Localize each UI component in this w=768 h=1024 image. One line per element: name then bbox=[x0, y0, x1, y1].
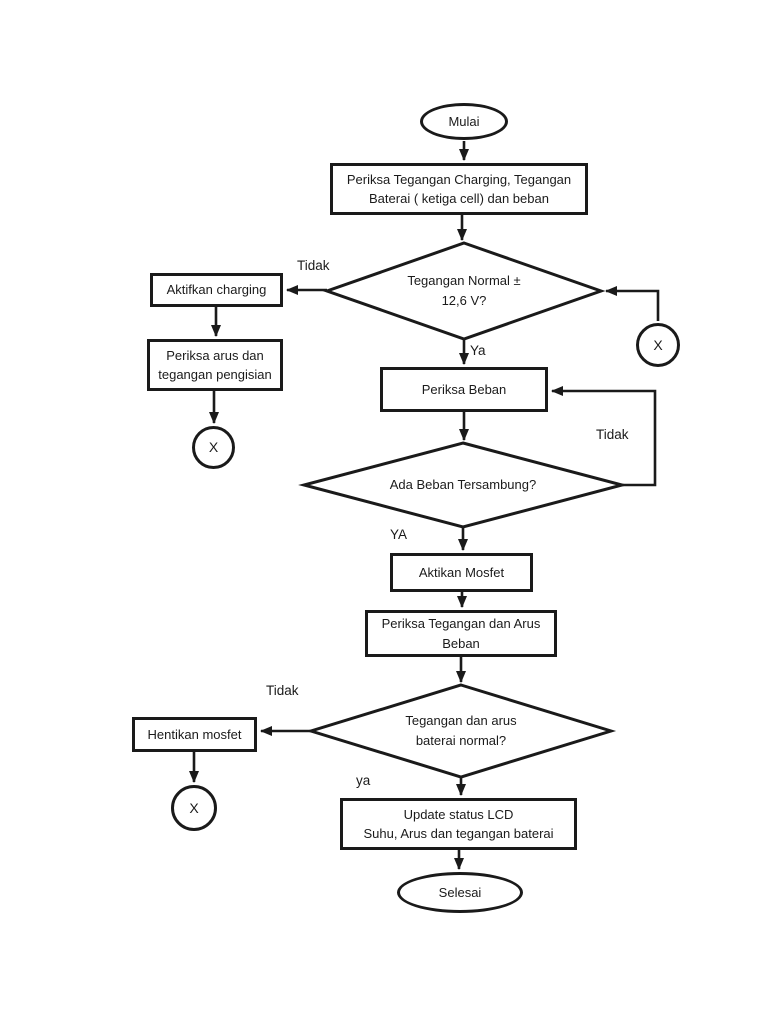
branch-label-voltage-ya: Ya bbox=[470, 343, 486, 358]
edge-load-no-loop-to-check-load bbox=[551, 386, 657, 487]
connector-x-left: X bbox=[192, 426, 235, 469]
decision-tegangan-normal-label: Tegangan Normal ± 12,6 V? bbox=[407, 272, 521, 308]
process-periksa-tegangan-charging: Periksa Tegangan Charging, Tegangan Bate… bbox=[330, 163, 588, 215]
process-hentikan-mosfet-label: Hentikan mosfet bbox=[147, 726, 242, 742]
connector-x-right-label: X bbox=[653, 336, 663, 353]
process-periksa-arus-pengisian-label: Periksa arus dan tegangan pengisian bbox=[158, 347, 272, 383]
process-aktikan-mosfet-label: Aktikan Mosfet bbox=[418, 564, 505, 580]
process-aktifkan-charging: Aktifkan charging bbox=[150, 273, 283, 307]
branch-label-load-tidak: Tidak bbox=[596, 427, 629, 442]
process-update-status-lcd-label: Update status LCD Suhu, Arus dan teganga… bbox=[363, 806, 554, 842]
process-hentikan-mosfet: Hentikan mosfet bbox=[132, 717, 257, 752]
process-aktifkan-charging-label: Aktifkan charging bbox=[166, 282, 267, 298]
start-label: Mulai bbox=[448, 113, 480, 129]
start-terminator: Mulai bbox=[420, 103, 508, 140]
branch-label-voltage-tidak: Tidak bbox=[297, 258, 330, 273]
process-aktikan-mosfet: Aktikan Mosfet bbox=[390, 553, 533, 592]
connector-x-left-label: X bbox=[208, 439, 219, 455]
process-periksa-beban: Periksa Beban bbox=[380, 367, 548, 412]
decision-baterai-normal-label: Tegangan dan arus baterai normal? bbox=[405, 712, 517, 748]
end-label: Selesai bbox=[438, 884, 482, 900]
process-periksa-tegangan-arus-beban-label: Periksa Tegangan dan Arus Beban bbox=[381, 616, 541, 651]
process-periksa-tegangan-charging-label: Periksa Tegangan Charging, Tegangan Bate… bbox=[346, 171, 572, 207]
process-update-status-lcd: Update status LCD Suhu, Arus dan teganga… bbox=[340, 798, 577, 850]
branch-label-battery-ya: ya bbox=[356, 773, 371, 788]
decision-ada-beban-label: Ada Beban Tersambung? bbox=[389, 476, 537, 492]
connector-x-bottom-label: X bbox=[189, 799, 199, 816]
process-periksa-beban-label: Periksa Beban bbox=[421, 381, 507, 397]
process-periksa-tegangan-arus-beban: Periksa Tegangan dan Arus Beban bbox=[365, 610, 557, 657]
edge-x-right-to-decision-voltage bbox=[605, 286, 660, 321]
connector-x-bottom: X bbox=[171, 785, 217, 831]
branch-label-battery-tidak: Tidak bbox=[266, 683, 299, 698]
process-periksa-arus-pengisian: Periksa arus dan tegangan pengisian bbox=[147, 339, 283, 391]
connector-x-right: X bbox=[636, 323, 680, 367]
branch-label-load-ya: YA bbox=[390, 527, 408, 542]
end-terminator: Selesai bbox=[397, 872, 523, 913]
